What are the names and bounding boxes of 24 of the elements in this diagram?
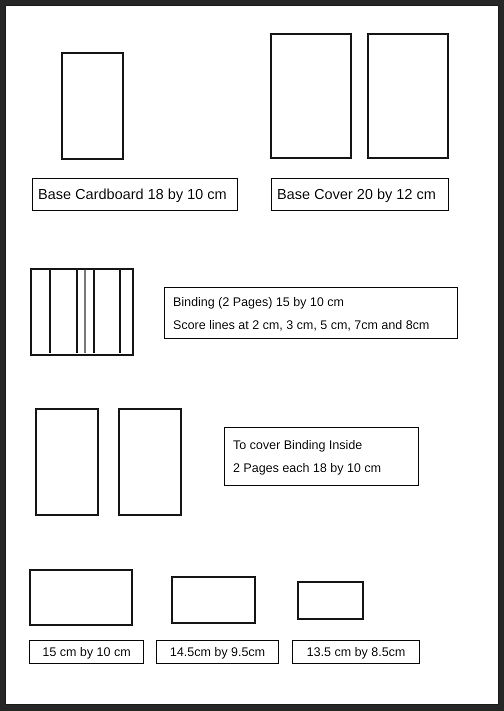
label-box	[32, 178, 238, 211]
label-text: Binding (2 Pages) 15 by 10 cm	[173, 294, 344, 308]
piece-outline	[297, 581, 364, 620]
label-text: Base Cover 20 by 12 cm	[277, 186, 436, 202]
piece-outline	[35, 408, 99, 516]
label-text: Score lines at 2 cm, 3 cm, 5 cm, 7cm and 8cm	[173, 318, 430, 332]
label-text: 13.5 cm by 8.5cm	[306, 645, 406, 659]
piece-outline	[118, 408, 182, 516]
label-box	[224, 427, 419, 486]
piece-outline	[171, 576, 256, 624]
piece-outline	[367, 33, 449, 159]
label-box	[271, 178, 449, 211]
label-text: Base Cardboard 18 by 10 cm	[38, 186, 227, 202]
label-text: 15 cm by 10 cm	[42, 645, 131, 659]
piece-outline	[29, 569, 133, 626]
label-text: 14.5cm by 9.5cm	[170, 645, 266, 659]
label-text: To cover Binding Inside	[233, 438, 362, 452]
label-box	[164, 287, 458, 339]
label-box	[292, 640, 420, 664]
label-box	[29, 640, 144, 664]
piece-outline	[270, 33, 352, 159]
piece-outline	[61, 52, 124, 160]
label-box	[156, 640, 279, 664]
label-text: 2 Pages each 18 by 10 cm	[233, 461, 382, 475]
